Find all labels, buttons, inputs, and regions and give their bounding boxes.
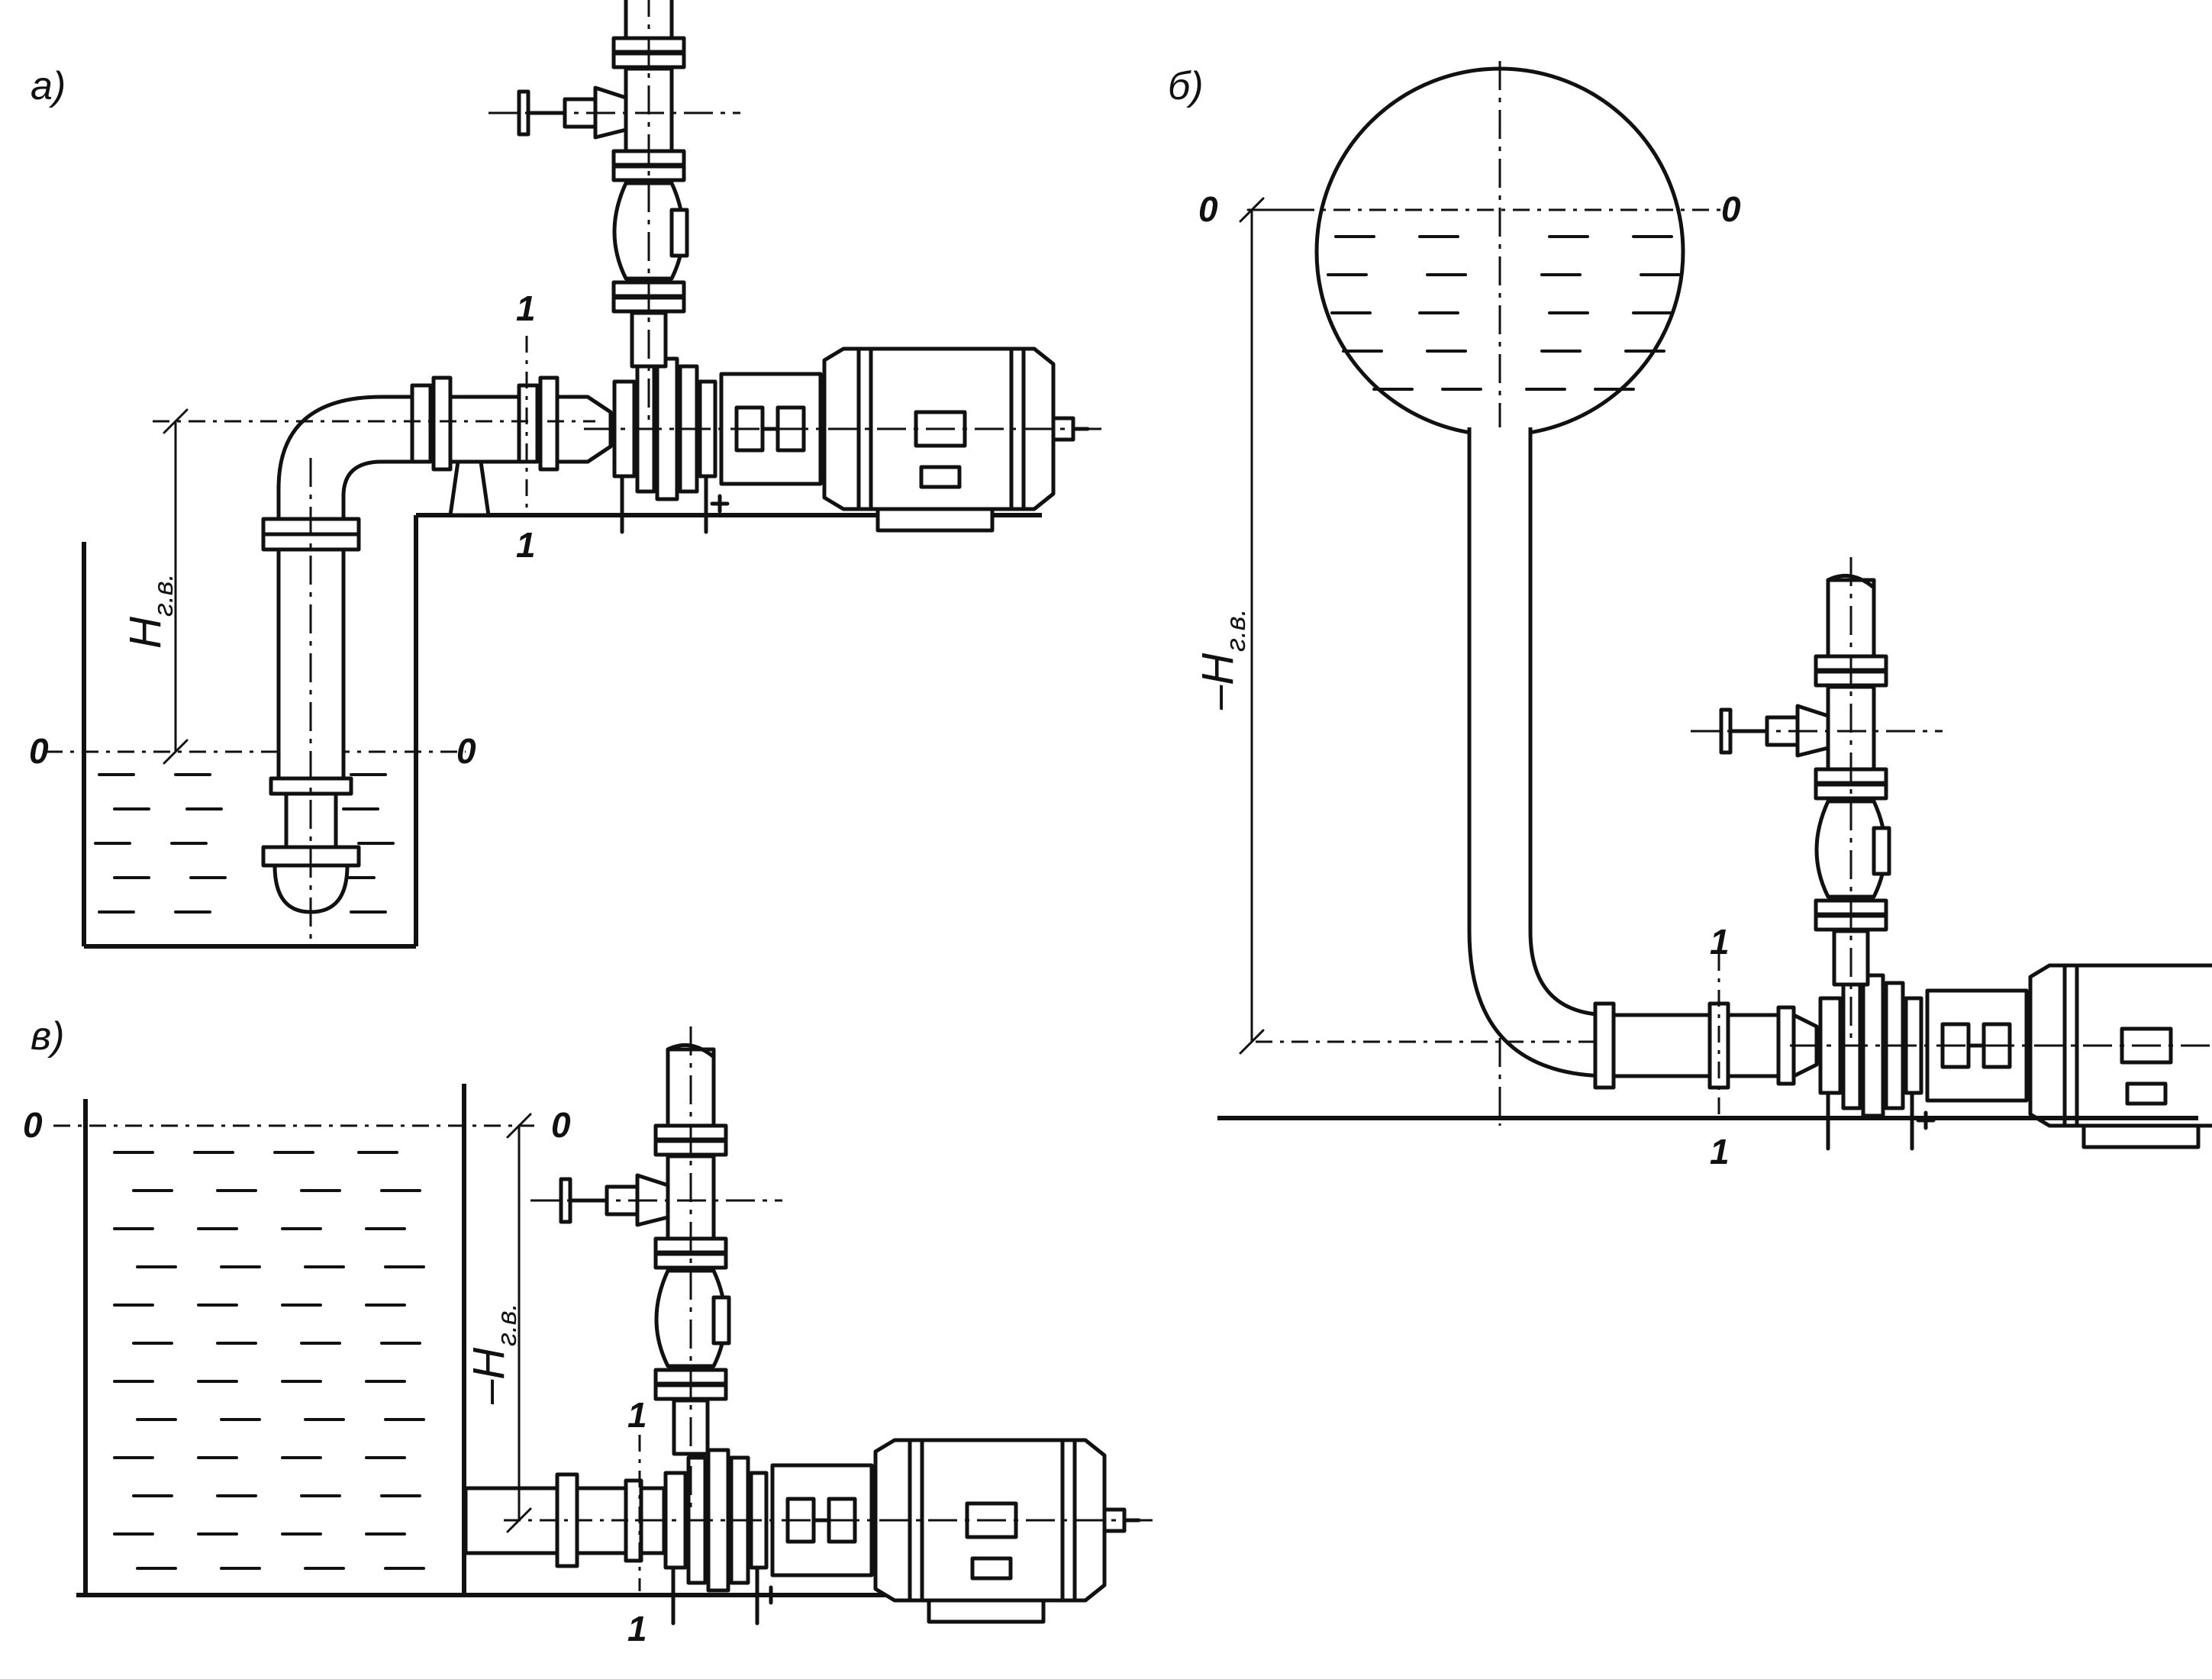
panel-b: б) 0 0 1 1: [1168, 61, 2212, 1171]
svg-text:г.в.: г.в.: [1220, 608, 1251, 652]
svg-text:–H: –H: [464, 1348, 514, 1405]
level-label-left: 0: [1198, 189, 1218, 229]
suction-pipe: [261, 375, 613, 943]
panel-b-label: б): [1168, 64, 1204, 108]
tank-water-hatch: [113, 1151, 425, 1570]
section-label-top: 1: [516, 288, 536, 328]
section-label-bottom: 1: [1710, 1132, 1730, 1171]
svg-text:H: H: [121, 617, 170, 649]
suction-horizontal: [1593, 1001, 1819, 1090]
level-label-left: 0: [23, 1105, 43, 1145]
svg-text:г.в.: г.в.: [491, 1303, 522, 1346]
section-label-bottom: 1: [516, 525, 536, 565]
level-label-left: 0: [29, 731, 49, 771]
pump-unit-b: [1790, 965, 2212, 1149]
tank-water-hatch: [1327, 235, 1681, 391]
reservoir-water-hatch: [94, 773, 395, 914]
level-label-right: 0: [456, 731, 476, 771]
section-label-bottom: 1: [627, 1609, 647, 1648]
svg-text:–H: –H: [1193, 653, 1243, 711]
head-label: –H г.в.: [1193, 608, 1251, 711]
pump-unit-a: [584, 349, 1103, 532]
svg-text:г.в.: г.в.: [147, 573, 179, 617]
discharge-column-c: [530, 1026, 782, 1515]
section-label-top: 1: [627, 1395, 647, 1435]
head-label: –H г.в.: [464, 1303, 522, 1405]
suction-pipe: [1467, 427, 1613, 1078]
level-label-right: 0: [1721, 189, 1741, 229]
discharge-column-b: [1691, 557, 1943, 1046]
level-label-right: 0: [551, 1105, 571, 1145]
section-label-top: 1: [1710, 922, 1730, 962]
panel-c-label: в): [31, 1014, 64, 1059]
panel-a-label: а): [31, 64, 66, 108]
panel-a: а) 0 0: [29, 0, 1103, 949]
panel-c: в) 0 0 1: [23, 1014, 1154, 1648]
head-label: H г.в.: [121, 573, 179, 649]
